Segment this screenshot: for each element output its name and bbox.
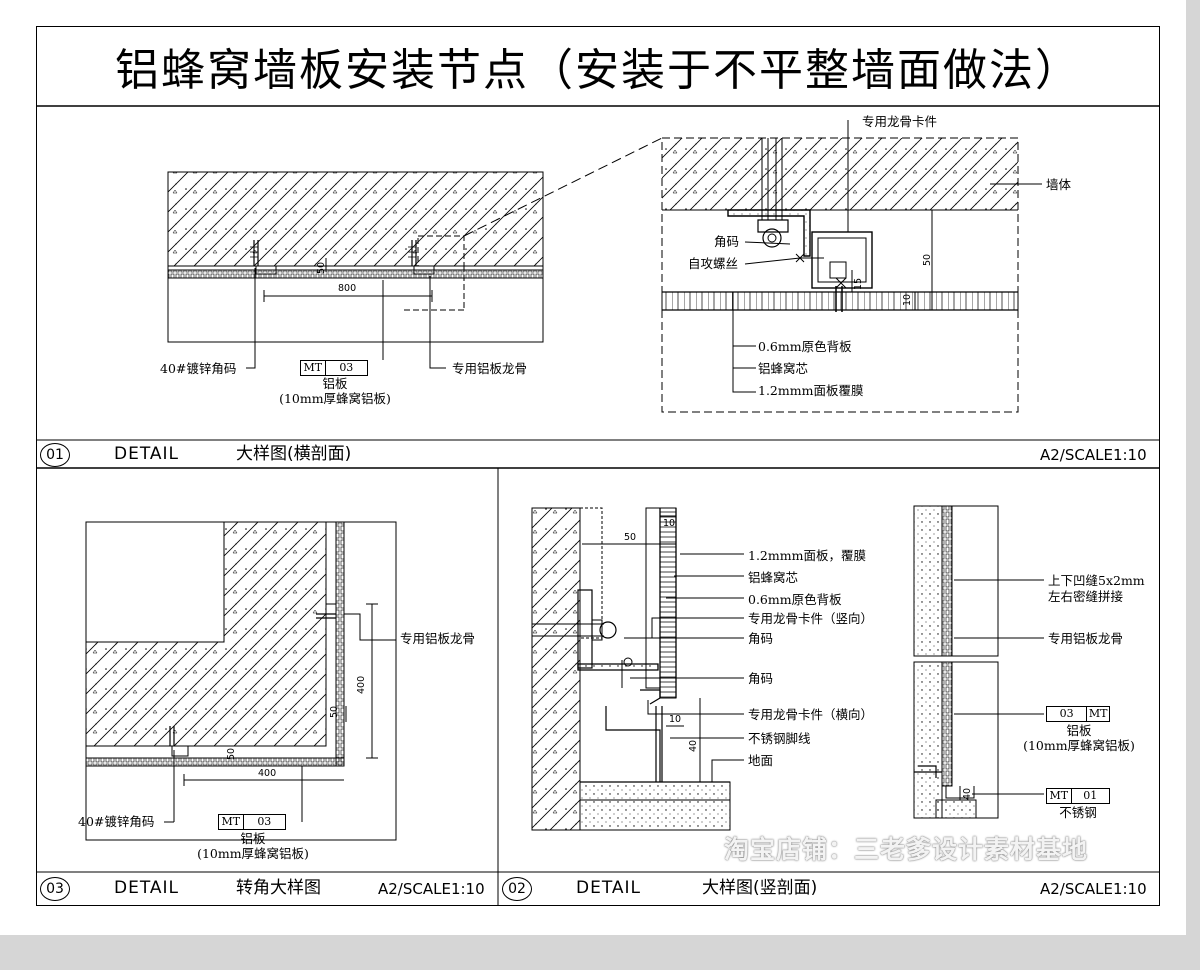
- detail-name-01: 大样图(横剖面): [236, 444, 352, 464]
- detail-scale-03: A2/SCALE1:10: [378, 880, 485, 898]
- tag-number-03: 03: [242, 815, 285, 829]
- label-core: 铝蜂窝芯: [758, 361, 809, 376]
- material-tag: MT 03: [300, 360, 368, 376]
- dim-400-vertical: 400: [356, 675, 367, 694]
- detail-scale-02: A2/SCALE1:10: [1040, 880, 1147, 898]
- label-panel-spec: (10mm厚蜂窝铝板): [279, 391, 391, 406]
- label-joint-leftright: 左右密缝拼接: [1048, 589, 1124, 604]
- dim-50-right: 50: [922, 253, 933, 266]
- label-floor: 地面: [748, 753, 774, 768]
- label-face: 1.2mmm面板覆膜: [758, 383, 864, 398]
- label-clip-vertical: 专用龙骨卡件（竖向）: [748, 611, 874, 626]
- label-steel: 不锈钢: [1059, 805, 1097, 820]
- dim-50-side: 50: [329, 705, 340, 718]
- label-clip-horizontal: 专用龙骨卡件（横向）: [748, 707, 874, 722]
- material-tag-panel: 03 MT: [1046, 706, 1110, 722]
- dim-50-left: 50: [316, 261, 327, 274]
- label-panel: 铝板: [322, 376, 348, 391]
- label-skirting: 不锈钢脚线: [748, 731, 811, 746]
- tag-code: MT: [303, 361, 323, 374]
- dim-50-02: 50: [624, 532, 637, 543]
- dim-10-bottom: 10: [669, 714, 682, 725]
- label-core-02: 铝蜂窝芯: [748, 570, 799, 585]
- label-galv-angle-03: 40#镀锌角码: [78, 814, 155, 829]
- dim-800: 800: [338, 283, 357, 294]
- tag-number: 03: [324, 361, 367, 375]
- material-tag-03: MT 03: [218, 814, 286, 830]
- dim-40-elevation: 40: [962, 787, 973, 800]
- page-title: 铝蜂窝墙板安装节点（安装于不平整墙面做法）: [115, 45, 1081, 96]
- material-tag-steel: MT 01: [1046, 788, 1110, 804]
- detail-scale-01: A2/SCALE1:10: [1040, 446, 1147, 464]
- tag-code-steel: MT: [1049, 789, 1069, 802]
- tag-code-panel: MT: [1086, 707, 1109, 721]
- dim-50-bottom: 50: [226, 747, 237, 760]
- detail-word-01: DETAIL: [114, 444, 180, 464]
- dim-40-floor: 40: [688, 739, 699, 752]
- drawing-frame: [36, 26, 1160, 906]
- dim-15: 15: [853, 277, 864, 290]
- label-keel-03: 专用铝板龙骨: [400, 631, 476, 646]
- label-joint-updown: 上下凹缝5x2mm: [1048, 573, 1145, 588]
- label-angle-upper: 角码: [748, 631, 774, 646]
- label-angle: 角码: [714, 234, 740, 249]
- detail-name-03: 转角大样图: [236, 878, 321, 898]
- dim-10: 10: [902, 293, 913, 306]
- label-panel-spec-03: (10mm厚蜂窝铝板): [197, 846, 309, 861]
- label-panel-03: 铝板: [240, 831, 266, 846]
- detail-number-03: 03: [40, 877, 70, 901]
- label-screw: 自攻螺丝: [688, 256, 739, 271]
- label-keel: 专用铝板龙骨: [452, 361, 528, 376]
- label-face-02: 1.2mmm面板，覆膜: [748, 548, 866, 563]
- label-angle-lower: 角码: [748, 671, 774, 686]
- shop-watermark: 淘宝店铺：三老爹设计素材基地: [724, 835, 1089, 864]
- label-keel-02: 专用铝板龙骨: [1048, 631, 1124, 646]
- label-galv-angle: 40#镀锌角码: [160, 361, 237, 376]
- detail-name-02: 大样图(竖剖面): [702, 878, 818, 898]
- detail-number-02: 02: [502, 877, 532, 901]
- label-panel-spec-02: (10mm厚蜂窝铝板): [1023, 738, 1135, 753]
- dim-400-horizontal: 400: [258, 768, 277, 779]
- tag-number-steel: 01: [1070, 789, 1109, 803]
- label-wall: 墙体: [1046, 177, 1072, 192]
- label-panel-02: 铝板: [1066, 723, 1092, 738]
- label-backplate-02: 0.6mm原色背板: [748, 592, 842, 607]
- label-clip: 专用龙骨卡件: [862, 114, 938, 129]
- detail-word-02: DETAIL: [576, 878, 642, 898]
- dim-10-top: 10: [663, 518, 676, 529]
- detail-word-03: DETAIL: [114, 878, 180, 898]
- label-backplate: 0.6mm原色背板: [758, 339, 852, 354]
- tag-code-03: MT: [221, 815, 241, 828]
- detail-number-01: 01: [40, 443, 70, 467]
- tag-number-panel: 03: [1059, 707, 1074, 720]
